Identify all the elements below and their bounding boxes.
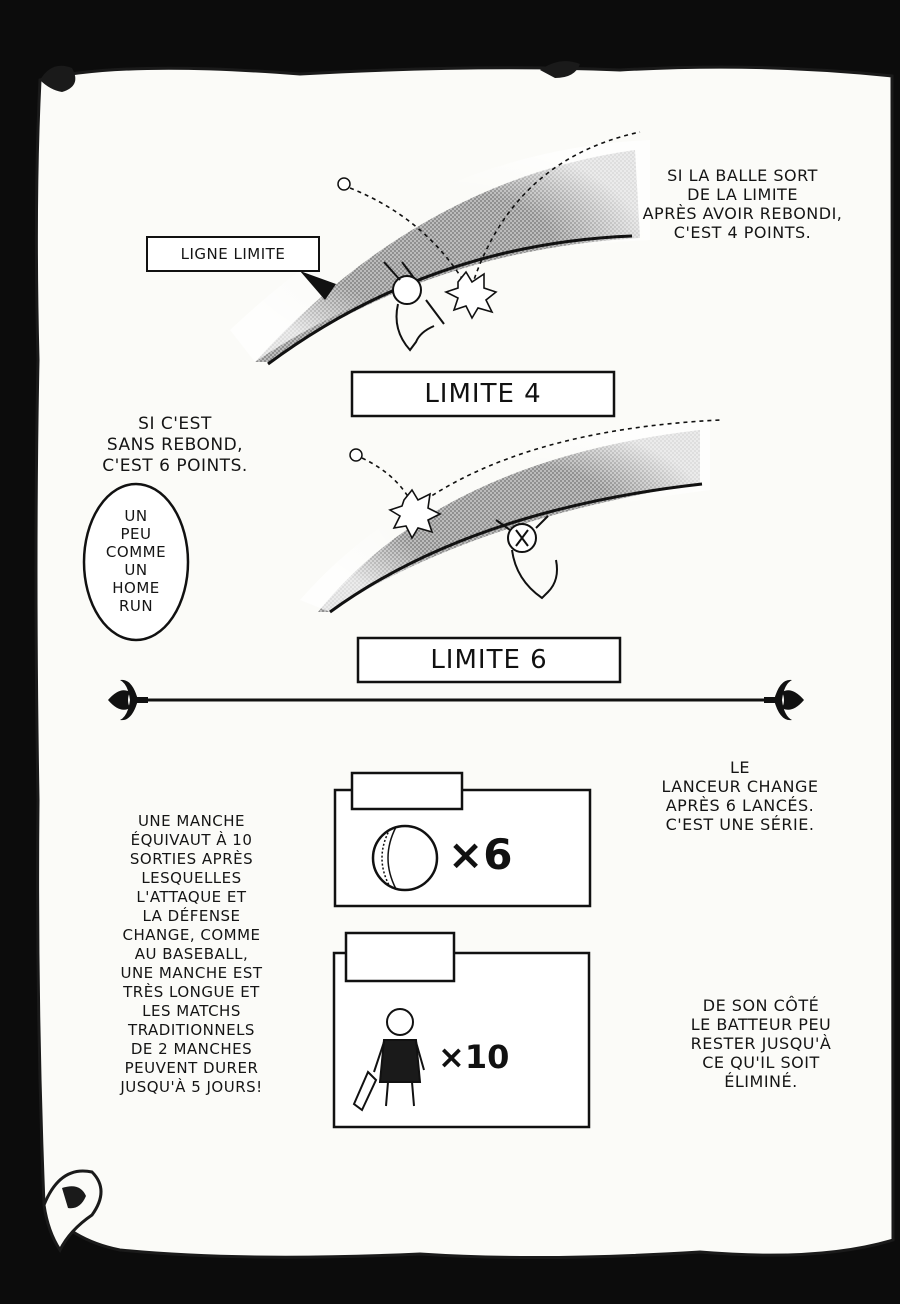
top-left-curl (40, 65, 76, 92)
ball-panel-tab (350, 771, 464, 811)
limite-6-label: LIMITE 6 (430, 645, 548, 675)
home-run-bubble-text: UN PEU COMME UN HOME RUN (105, 507, 167, 615)
left-fleur-de-lis-icon (108, 679, 148, 721)
right-fleur-de-lis-icon (764, 679, 804, 721)
no-bounce-six-note: SI C'EST SANS REBOND, C'EST 6 POINTS. (102, 414, 248, 476)
top-bounce-burst (443, 270, 498, 320)
limite-4-label: LIMITE 4 (424, 379, 542, 409)
boundary-line-label-pointer (300, 271, 336, 300)
top-fielder-figure (383, 261, 445, 352)
bounce-four-note: SI LA BALLE SORT DE LA LIMITE APRÈS AVOI… (642, 166, 843, 242)
boundary-line-label: LIGNE LIMITE (180, 245, 286, 263)
top-ball-start (337, 177, 351, 191)
middle-impact-burst (388, 488, 442, 540)
middle-fielder-figure (495, 515, 558, 600)
middle-ball-trajectory (361, 419, 721, 510)
middle-field-shade-fade (300, 420, 710, 612)
middle-ball-start (349, 448, 363, 462)
innings-note: UNE MANCHE ÉQUIVAUT À 10 SORTIES APRÈS L… (120, 812, 263, 1096)
top-right-curl (540, 61, 580, 78)
bottom-left-curl (42, 1169, 103, 1253)
bottom-left-curl-inner (62, 1186, 86, 1209)
boundary-line-label-box (146, 236, 320, 272)
middle-boundary-arc (329, 482, 703, 614)
cricket-ball-icon (371, 824, 439, 892)
bowler-change-note: LE LANCEUR CHANGE APRÈS 6 LANCÉS. C'EST … (661, 758, 819, 834)
batter-multiplier: ×10 (438, 1038, 510, 1076)
limite-6-box (356, 636, 622, 684)
top-ball-trajectory (349, 131, 641, 295)
home-run-bubble-shape (82, 482, 190, 642)
top-field-shade-fade (230, 140, 650, 362)
batter-panel-tab (344, 931, 456, 983)
batter-stays-note: DE SON CÔTÉ LE BATTEUR PEU RESTER JUSQU'… (690, 996, 832, 1091)
limite-4-box (350, 370, 616, 418)
top-boundary-arc (267, 234, 633, 366)
ball-multiplier: ×6 (448, 830, 513, 879)
batter-figure-icon (352, 1008, 425, 1112)
